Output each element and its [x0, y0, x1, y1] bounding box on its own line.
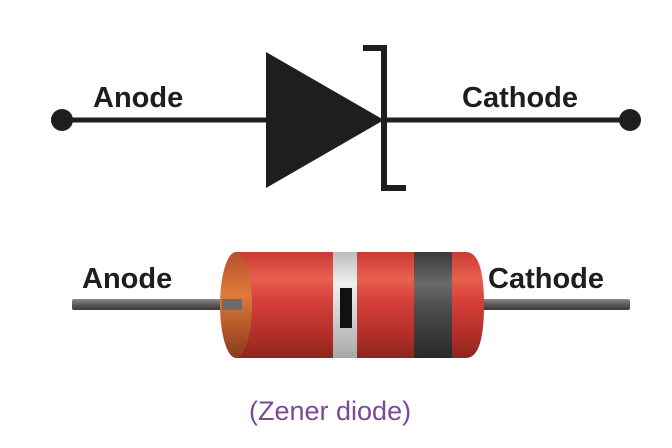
diode-triangle: [266, 52, 384, 188]
cathode-band: [414, 252, 452, 358]
black-band: [340, 288, 352, 328]
cathode-lead: [470, 299, 630, 310]
anode-lead-stub: [222, 299, 242, 310]
component-anode-label: Anode: [82, 263, 172, 295]
cathode-terminal-dot: [619, 109, 641, 131]
anode-terminal-dot: [51, 109, 73, 131]
component-cathode-label: Cathode: [488, 263, 604, 295]
anode-lead: [72, 299, 242, 310]
diagram-caption: (Zener diode): [249, 396, 411, 426]
zener-component: Anode Cathode: [72, 252, 630, 358]
zener-symbol: Anode Cathode: [51, 45, 641, 191]
symbol-anode-label: Anode: [93, 82, 183, 114]
symbol-cathode-label: Cathode: [462, 82, 578, 114]
